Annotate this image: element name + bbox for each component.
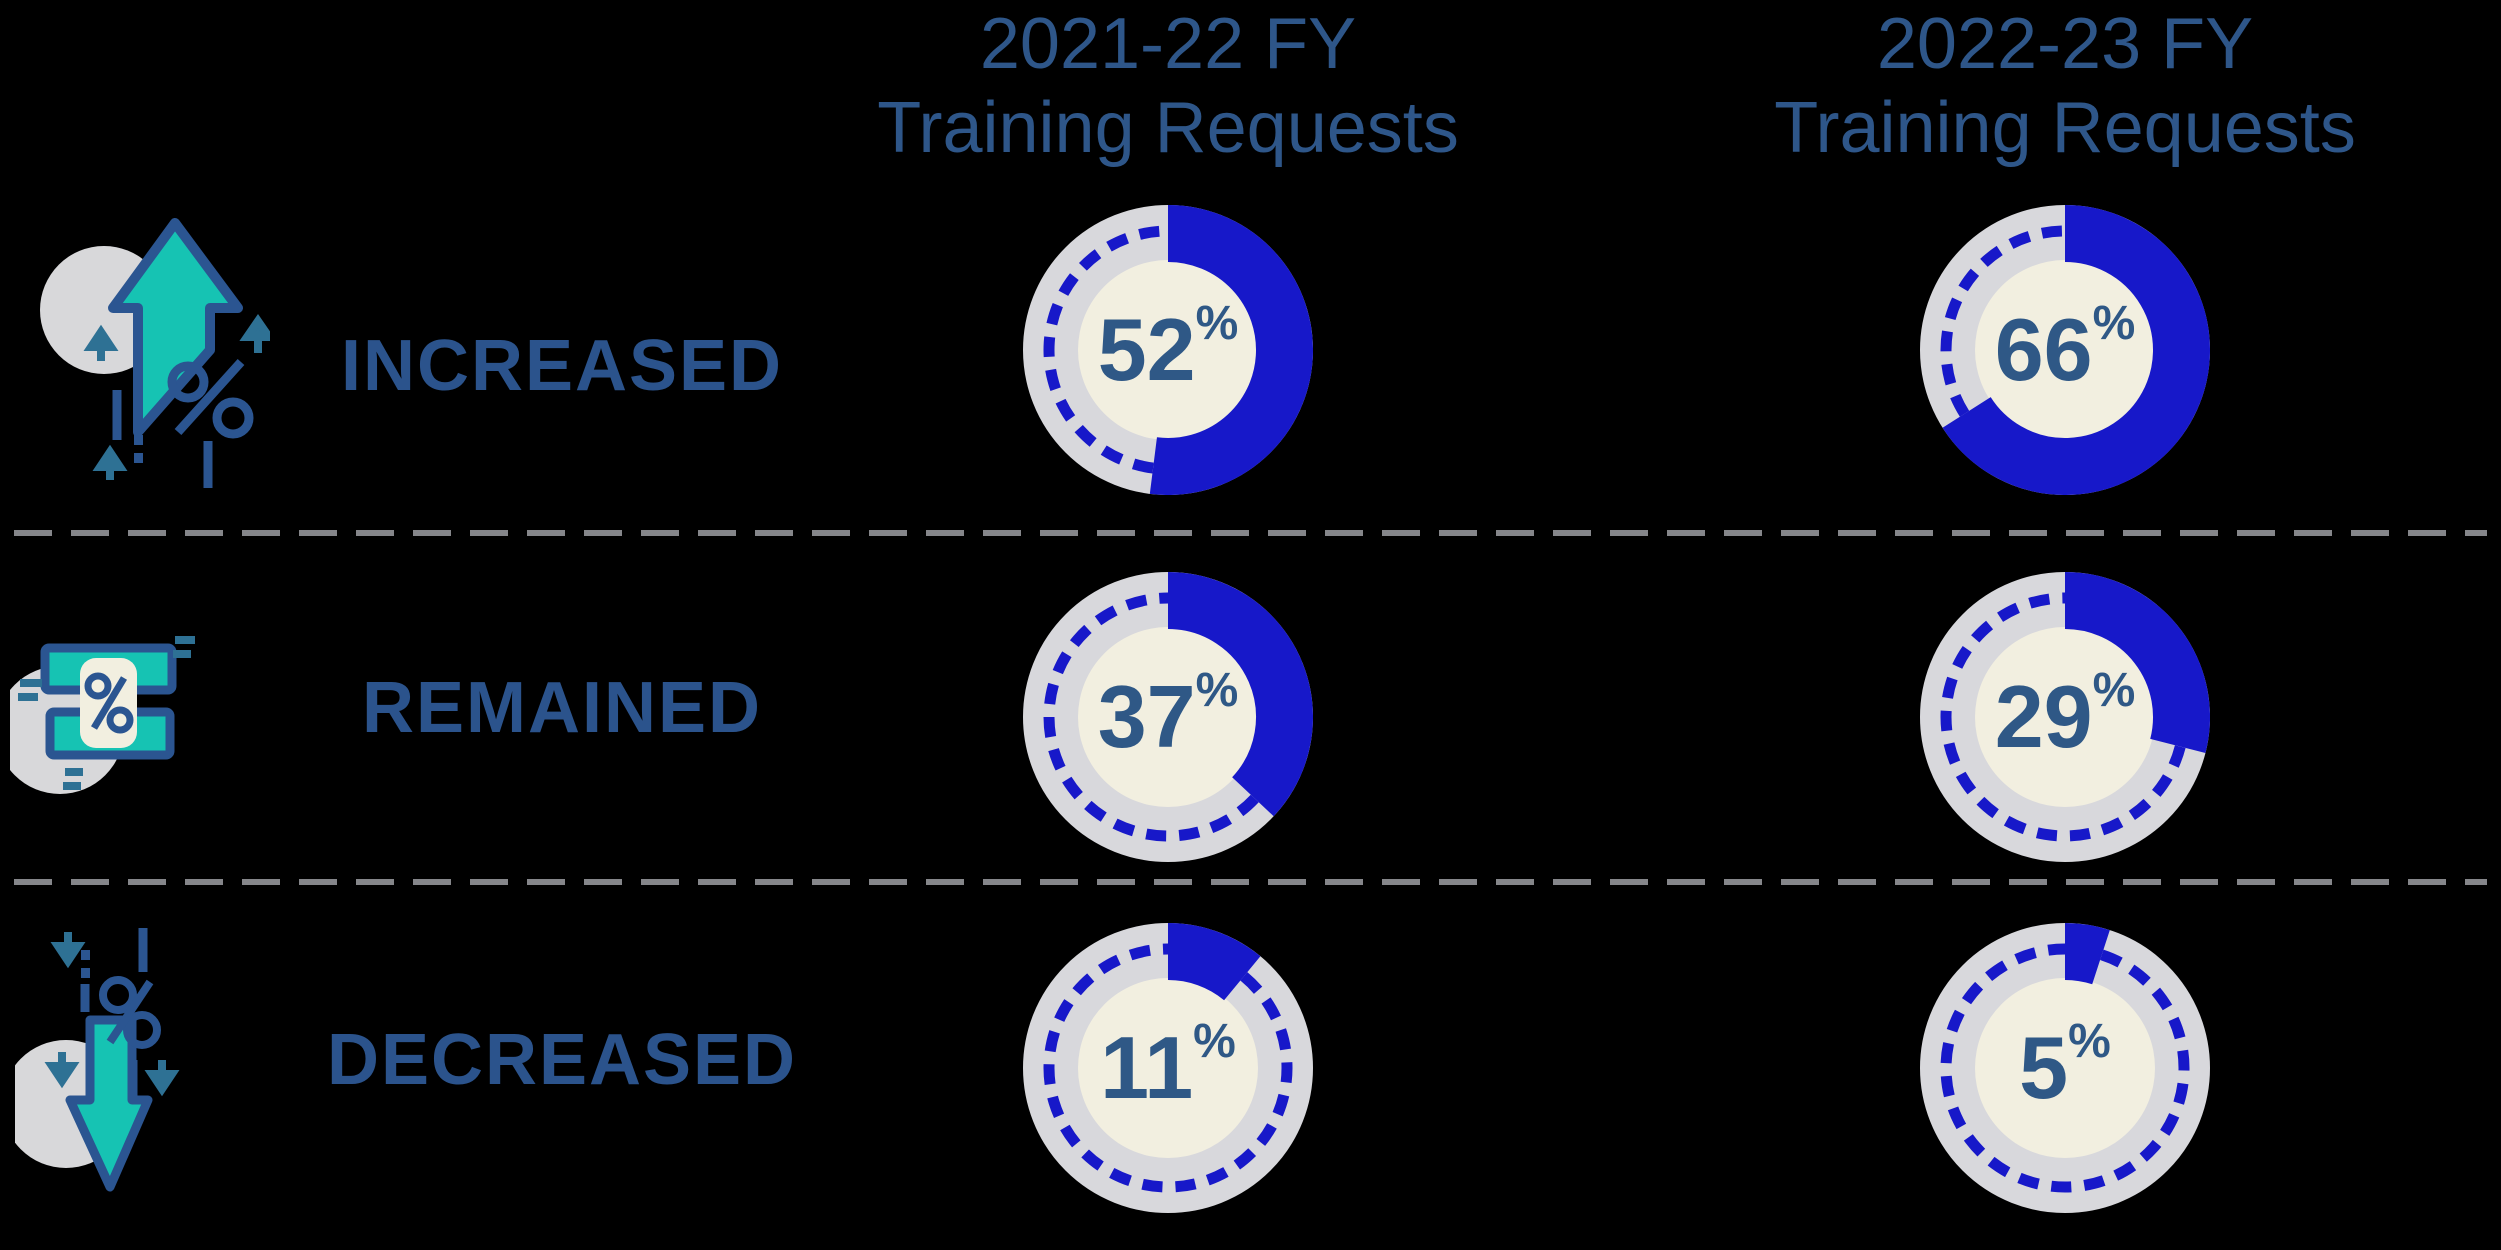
percent-equal-bars-icon xyxy=(10,636,195,794)
donut-value: 37% xyxy=(1097,664,1239,766)
donut-decreased-fy2122: 11% xyxy=(1023,923,1313,1213)
donut-remained-fy2122: 37% xyxy=(1023,572,1313,862)
donut-value: 52% xyxy=(1097,297,1239,399)
donut-remained-fy2223: 29% xyxy=(1920,572,2210,862)
column-title-line2: Training Requests xyxy=(1774,88,2356,168)
row-label-remained: REMAINED xyxy=(361,668,762,748)
donut-increased-fy2223: 66% xyxy=(1920,205,2210,495)
percent-up-arrow-icon xyxy=(40,218,270,488)
row-separator xyxy=(14,530,2487,536)
donut-value: 66% xyxy=(1994,297,2136,399)
percent-down-arrow-icon xyxy=(15,928,180,1192)
row-label-decreased: DECREASED xyxy=(326,1020,798,1100)
column-title-fy-2021-22: 2021-22 FY Training Requests xyxy=(848,2,1488,170)
donut-decreased-fy2223: 5% xyxy=(1920,923,2210,1213)
donut-value: 5% xyxy=(2019,1015,2111,1117)
donut-value: 29% xyxy=(1994,664,2136,766)
row-separator xyxy=(14,879,2487,885)
column-title-line1: 2021-22 FY xyxy=(979,4,1357,84)
row-label-increased: INCREASED xyxy=(340,326,784,406)
column-title-line1: 2022-23 FY xyxy=(1876,4,2254,84)
column-title-fy-2022-23: 2022-23 FY Training Requests xyxy=(1745,2,2385,170)
donut-value: 11% xyxy=(1100,1015,1236,1117)
column-title-line2: Training Requests xyxy=(877,88,1459,168)
donut-increased-fy2122: 52% xyxy=(1023,205,1313,495)
